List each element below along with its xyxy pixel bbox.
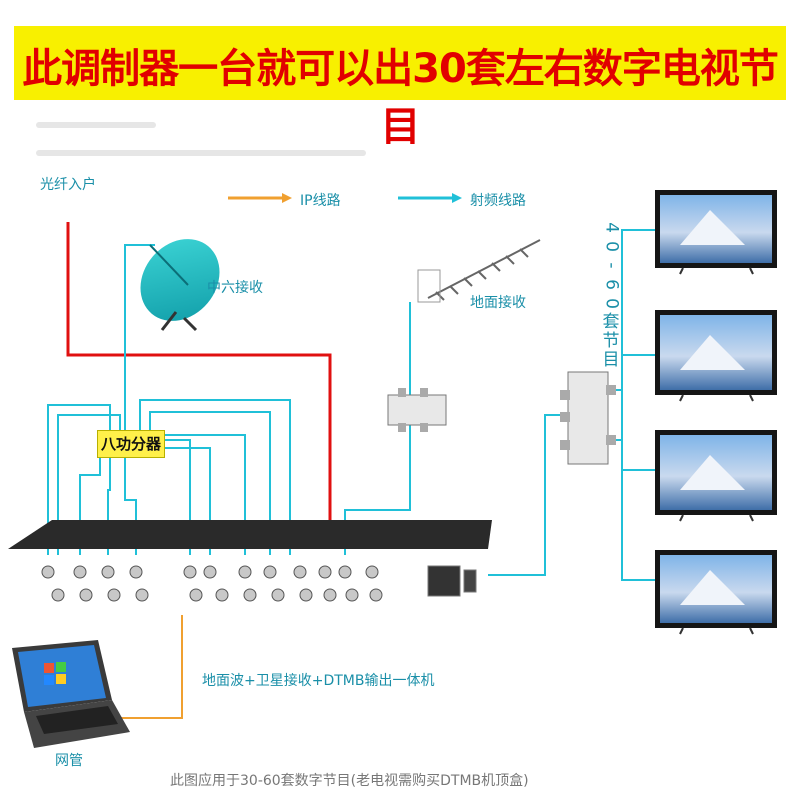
tv-2	[655, 310, 777, 401]
legend-ip-arrow	[228, 193, 292, 203]
device-label: 地面波+卫星接收+DTMB输出一体机	[202, 670, 434, 690]
program-count-char: 0	[602, 291, 621, 317]
terrestrial-splitter-icon	[388, 388, 446, 432]
legend-rf-label: 射频线路	[470, 190, 526, 210]
laptop-icon	[12, 640, 130, 748]
tv-1	[655, 190, 777, 274]
program-count-char: 节	[598, 332, 624, 351]
tv-4	[655, 550, 777, 634]
footnote: 此图应用于30-60套数字节目(老电视需购买DTMB机顶盒)	[170, 770, 529, 790]
distribution-splitter-icon	[560, 372, 616, 464]
rf-output-cable	[488, 415, 570, 575]
rack-device	[8, 549, 488, 611]
program-count-char: 目	[598, 351, 624, 370]
satellite-label: 中六接收	[207, 277, 263, 297]
tv-3	[655, 430, 777, 521]
terrestrial-label: 地面接收	[470, 292, 526, 312]
legend-rf-arrow	[398, 193, 462, 203]
splitter8-label: 八功分器	[97, 430, 165, 458]
nms-label: 网管	[55, 750, 83, 770]
rack-chassis-top	[8, 520, 492, 549]
program-count-label: 4 0 - 6 0 套 节 目	[598, 218, 624, 370]
legend-ip-label: IP线路	[300, 190, 341, 210]
ip-cable	[118, 615, 182, 718]
fiber-in-label: 光纤入户	[40, 174, 96, 194]
